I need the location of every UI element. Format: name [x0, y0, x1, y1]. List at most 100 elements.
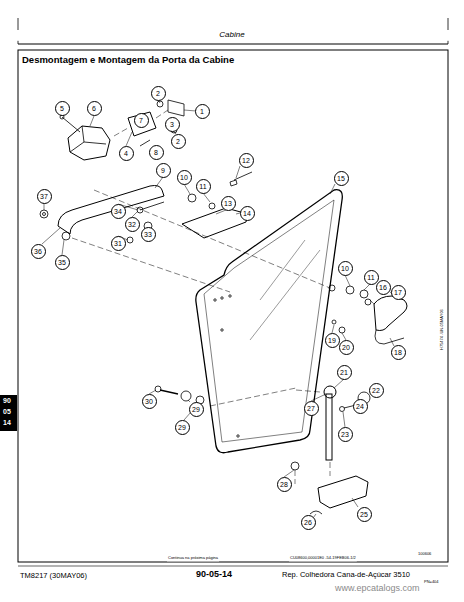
- callout-text: 30: [145, 398, 153, 405]
- page-label: H75474 -UN-05MAY06: [440, 309, 444, 350]
- callout-number: 28: [277, 477, 292, 492]
- callout-number: 15: [334, 171, 349, 186]
- label-patch: [167, 555, 219, 561]
- callout-number: 29: [175, 420, 190, 435]
- callout-number: 18: [391, 345, 406, 360]
- callout-text: 29: [192, 406, 200, 413]
- callout-text: 11: [367, 274, 374, 281]
- callout-text: 20: [342, 344, 350, 351]
- page-label: Cabine: [0, 31, 464, 40]
- callout-number: 5: [55, 101, 70, 116]
- label-patch: [0, 30, 464, 41]
- callout-number: 11: [196, 179, 211, 194]
- callout-text: 5: [60, 105, 64, 112]
- callout-text: 8: [154, 149, 158, 156]
- callout-text: 2: [156, 90, 160, 97]
- callout-number: 21: [337, 365, 352, 380]
- callout-text: 13: [224, 200, 232, 207]
- label-patch: [423, 579, 440, 585]
- page-label: 100606: [418, 552, 431, 556]
- callout-text: 7: [139, 117, 143, 124]
- callout-number: 3: [165, 117, 180, 132]
- callout-text: 4: [124, 150, 128, 157]
- callout-number: 29: [189, 402, 204, 417]
- label-patch: [417, 551, 432, 557]
- callout-text: 35: [58, 259, 66, 266]
- callout-number: 26: [301, 515, 316, 530]
- callout-text: 32: [128, 221, 136, 228]
- callout-number: 27: [304, 401, 319, 416]
- diagram-title: Desmontagem e Montagem da Porta da Cabin…: [22, 55, 234, 65]
- callout-text: 26: [304, 519, 312, 526]
- callout-text: 11: [199, 183, 206, 190]
- callout-number: 9: [156, 163, 171, 178]
- section-tab: 05: [3, 408, 11, 416]
- callout-number: 4: [119, 146, 134, 161]
- callout-text: 23: [341, 431, 349, 438]
- callout-number: 2: [171, 134, 186, 149]
- callout-text: 25: [360, 511, 368, 518]
- callout-number: 19: [325, 333, 340, 348]
- label-patch: [281, 570, 411, 580]
- callout-number: 17: [391, 285, 406, 300]
- callout-text: 36: [34, 248, 42, 255]
- callout-text: 28: [280, 481, 288, 488]
- callout-text: 37: [40, 193, 48, 200]
- callout-number: 34: [111, 204, 126, 219]
- callout-number: 8: [149, 145, 164, 160]
- page-label: Rep. Colhedora Cana-de-Açúcar 3510: [282, 571, 410, 579]
- callout-text: 10: [341, 265, 349, 272]
- callout-number: 25: [357, 507, 372, 522]
- callout-text: 10: [180, 174, 188, 181]
- callout-number: 13: [221, 196, 236, 211]
- callout-text: 18: [394, 349, 402, 356]
- callout-number: 32: [125, 217, 140, 232]
- callout-text: 2: [176, 138, 180, 145]
- callout-text: 6: [92, 105, 96, 112]
- callout-number: 23: [338, 427, 353, 442]
- callout-text: 14: [243, 210, 251, 217]
- label-patch: [21, 54, 235, 66]
- callout-number: 6: [87, 101, 102, 116]
- callout-number: 7: [134, 113, 149, 128]
- section-tab: 90: [3, 397, 11, 405]
- callout-text: 17: [394, 289, 402, 296]
- callout-text: 9: [161, 167, 165, 174]
- callout-text: 16: [379, 284, 387, 291]
- callout-text: 3: [170, 121, 174, 128]
- callout-number: 36: [31, 244, 46, 259]
- page-label: PN=404: [424, 580, 439, 584]
- callout-number: 22: [369, 383, 384, 398]
- callout-number: 11: [364, 270, 379, 285]
- callout-number: 14: [240, 206, 255, 221]
- callout-text: 31: [114, 240, 122, 247]
- callout-text: 34: [114, 208, 122, 215]
- label-patch: [19, 571, 88, 581]
- callout-number: 35: [55, 255, 70, 270]
- callout-text: 19: [328, 337, 336, 344]
- callout-text: 21: [340, 369, 348, 376]
- callout-number: 30: [142, 394, 157, 409]
- callout-number: 10: [338, 261, 353, 276]
- callout-number: 37: [37, 189, 52, 204]
- callout-number: 16: [376, 280, 391, 295]
- page-label: 90-05-14: [196, 570, 232, 580]
- callout-text: 15: [337, 175, 345, 182]
- callout-text: 29: [178, 424, 186, 431]
- callout-number: 1: [195, 104, 210, 119]
- callout-number: 20: [339, 340, 354, 355]
- page-label: CU08600,00001E0 -54-19FEB06-1/2: [290, 556, 356, 560]
- callout-text: 1: [200, 108, 204, 115]
- section-tab: 14: [3, 419, 11, 427]
- callout-number: 31: [111, 236, 126, 251]
- page-label: Continua na próxima página: [168, 556, 218, 560]
- callout-text: 24: [356, 403, 364, 410]
- callout-text: 12: [242, 157, 250, 164]
- callout-text: 27: [307, 405, 315, 412]
- watermark: www.epcatalogs.com: [335, 584, 420, 594]
- label-patch: [289, 555, 357, 561]
- label-patch: [195, 569, 233, 581]
- callout-number: 24: [353, 399, 368, 414]
